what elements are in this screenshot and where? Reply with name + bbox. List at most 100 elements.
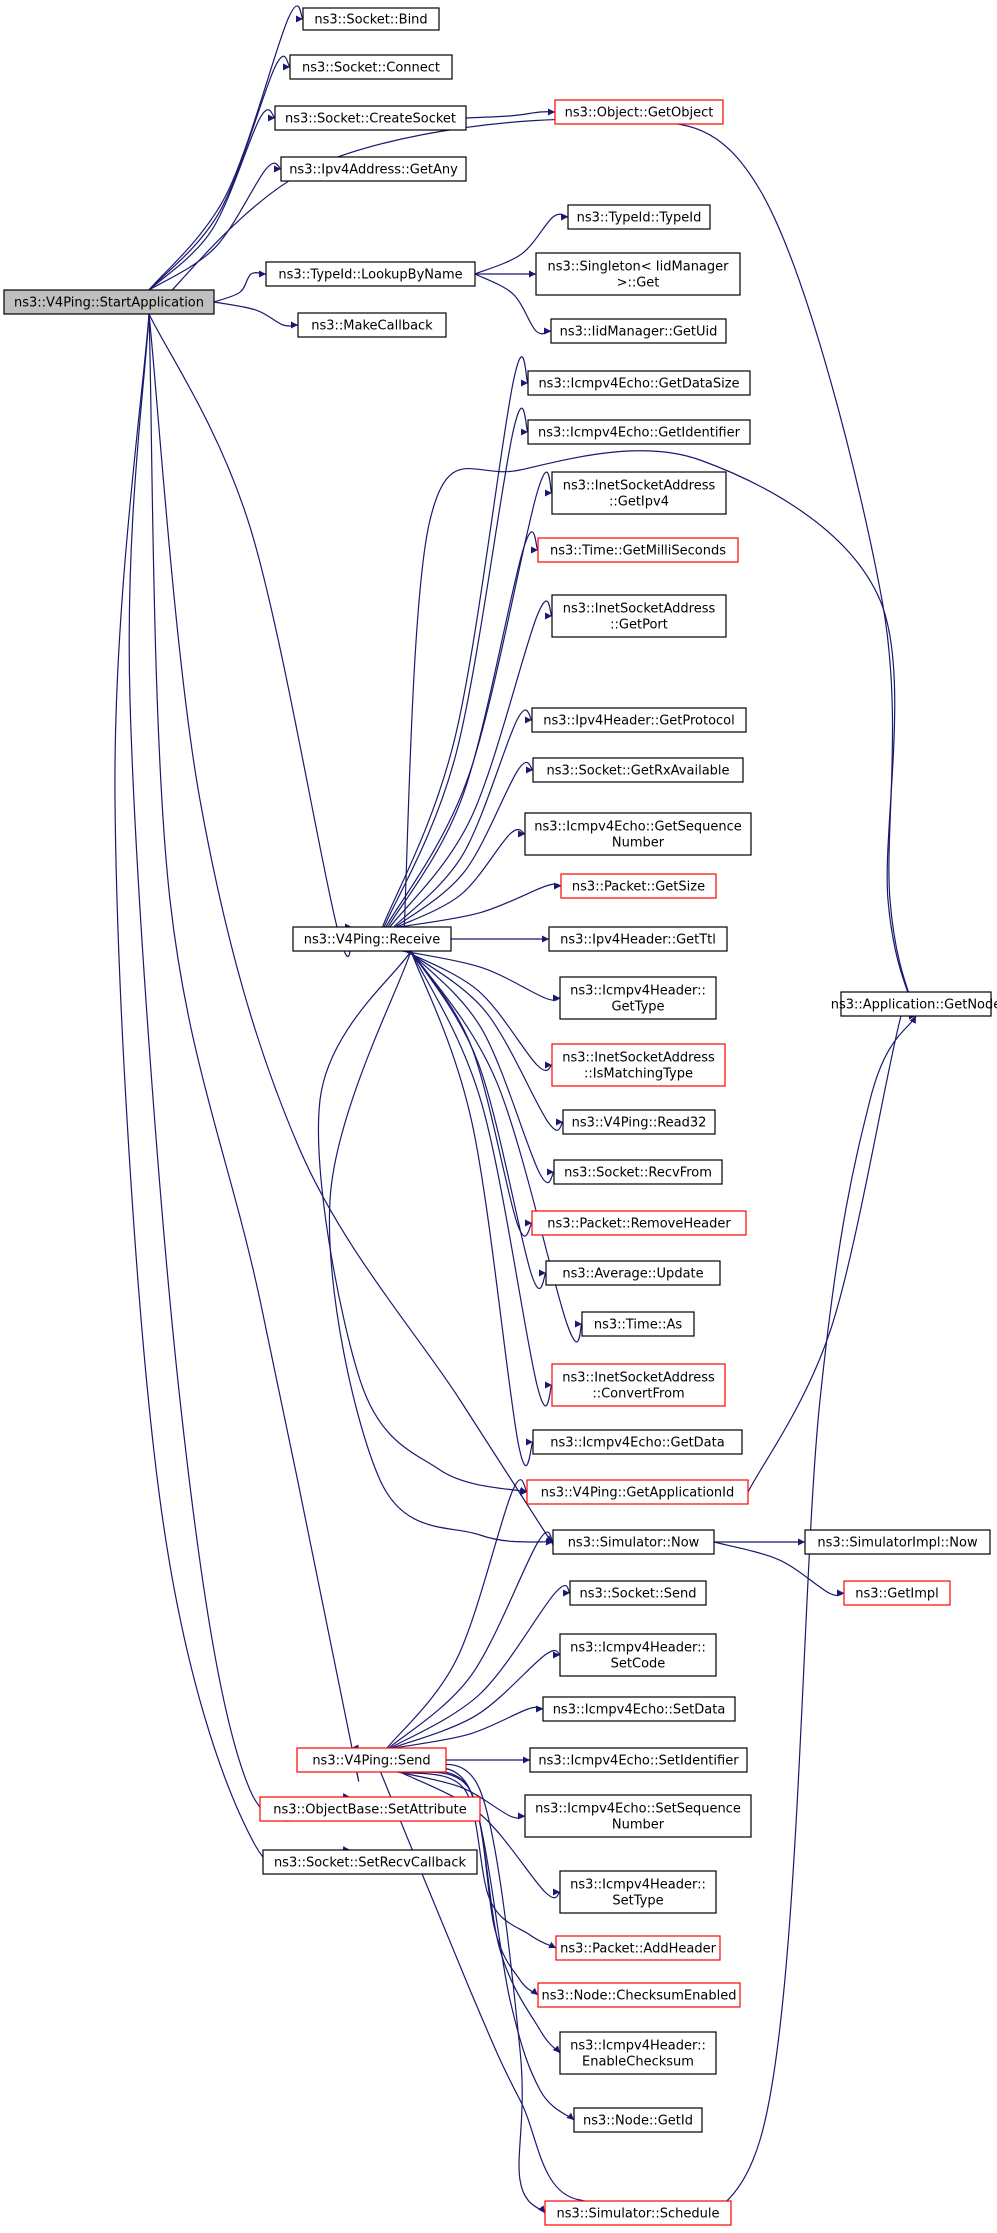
node-box — [545, 1260, 721, 1286]
node-getany[interactable]: ns3::Ipv4Address::GetAny — [280, 156, 467, 182]
node-box — [531, 707, 747, 733]
edge-start-to-createsocket — [148, 109, 276, 291]
node-box — [265, 261, 476, 287]
node-label: ns3::Socket::Connect — [302, 61, 440, 76]
node-getuid[interactable]: ns3::IidManager::GetUid — [550, 318, 727, 344]
node-getnode[interactable]: ns3::Application::GetNode — [831, 991, 997, 1017]
node-gettype[interactable]: ns3::Icmpv4Header::GetType — [559, 976, 717, 1020]
node-box — [262, 1849, 478, 1875]
node-removeheader[interactable]: ns3::Packet::RemoveHeader — [531, 1210, 747, 1236]
node-enablechecksum[interactable]: ns3::Icmpv4Header::EnableChecksum — [559, 2031, 717, 2075]
node-singleton[interactable]: ns3::Singleton< IidManager >::Get — [535, 252, 741, 296]
node-checksumenabled[interactable]: ns3::Node::ChecksumEnabled — [537, 1982, 741, 2008]
node-setcode[interactable]: ns3::Icmpv4Header::SetCode — [559, 1633, 717, 1677]
edge-receive-to-as — [410, 950, 583, 1343]
node-getobject[interactable]: ns3::Object::GetObject — [554, 99, 724, 125]
node-label: ns3::Icmpv4Echo::GetSequence — [534, 820, 742, 835]
node-read32[interactable]: ns3::V4Ping::Read32 — [562, 1109, 716, 1135]
edge-receive-to-getsequence — [396, 828, 526, 928]
node-box — [529, 1747, 748, 1773]
node-box — [532, 757, 744, 783]
node-lookupbyname[interactable]: ns3::TypeId::LookupByName — [265, 261, 476, 287]
node-schedule[interactable]: ns3::Simulator::Schedule — [544, 2200, 732, 2226]
node-addheader[interactable]: ns3::Packet::AddHeader — [555, 1935, 721, 1961]
node-label: ns3::V4Ping::Send — [312, 1754, 430, 1769]
node-convertfrom[interactable]: ns3::InetSocketAddress::ConvertFrom — [551, 1363, 726, 1407]
node-setidentifier[interactable]: ns3::Icmpv4Echo::SetIdentifier — [529, 1747, 748, 1773]
node-label: ns3::Icmpv4Echo::GetData — [550, 1436, 724, 1451]
node-getdata[interactable]: ns3::Icmpv4Echo::GetData — [532, 1429, 743, 1455]
node-box — [559, 1870, 717, 1914]
node-getdatasize[interactable]: ns3::Icmpv4Echo::GetDataSize — [527, 370, 751, 396]
edge-start-to-receive — [148, 313, 353, 958]
node-label: ns3::Socket::Send — [579, 1587, 696, 1602]
node-bind[interactable]: ns3::Socket::Bind — [302, 7, 440, 31]
node-label: ns3::Average::Update — [562, 1267, 703, 1282]
edge-receive-to-getipv4 — [385, 471, 553, 928]
node-box — [527, 419, 751, 445]
node-createsocket[interactable]: ns3::Socket::CreateSocket — [274, 105, 467, 131]
node-update[interactable]: ns3::Average::Update — [545, 1260, 721, 1286]
node-box — [526, 1479, 749, 1505]
node-box — [554, 99, 724, 125]
node-setdata[interactable]: ns3::Icmpv4Echo::SetData — [542, 1696, 736, 1722]
node-getidentifier[interactable]: ns3::Icmpv4Echo::GetIdentifier — [527, 419, 751, 445]
node-getttl[interactable]: ns3::Ipv4Header::GetTtl — [548, 926, 728, 952]
node-box — [292, 926, 452, 952]
node-getprotocol[interactable]: ns3::Ipv4Header::GetProtocol — [531, 707, 747, 733]
node-label: ns3::Time::As — [594, 1318, 683, 1333]
node-makecallback[interactable]: ns3::MakeCallback — [297, 312, 447, 338]
node-start[interactable]: ns3::V4Ping::StartApplication — [3, 289, 215, 315]
node-label: Number — [612, 836, 665, 851]
node-box — [551, 594, 727, 638]
node-label: ns3::Singleton< IidManager — [547, 260, 729, 275]
edge-lookupbyname-to-getuid — [474, 273, 552, 335]
node-label: ns3::Icmpv4Echo::SetSequence — [535, 1802, 741, 1817]
node-getmilliseconds[interactable]: ns3::Time::GetMilliSeconds — [537, 537, 739, 563]
node-typeid[interactable]: ns3::TypeId::TypeId — [567, 204, 711, 230]
edge-receive-to-getrxavailable — [394, 761, 534, 928]
edge-receive-to-gettype — [402, 950, 561, 1002]
node-setattribute[interactable]: ns3::ObjectBase::SetAttribute — [259, 1796, 481, 1822]
node-getsize[interactable]: ns3::Packet::GetSize — [560, 873, 717, 899]
node-label: ns3::TypeId::TypeId — [577, 211, 702, 226]
node-label: ns3::MakeCallback — [311, 319, 433, 334]
node-ismatchingtype[interactable]: ns3::InetSocketAddress::IsMatchingType — [551, 1043, 726, 1087]
node-connect[interactable]: ns3::Socket::Connect — [289, 54, 453, 80]
edge-start-to-getnode — [148, 118, 918, 1017]
node-receive[interactable]: ns3::V4Ping::Receive — [292, 926, 452, 952]
node-box — [567, 204, 711, 230]
edge-receive-to-getprotocol — [393, 709, 533, 928]
node-getimpl[interactable]: ns3::GetImpl — [843, 1580, 951, 1606]
node-getid[interactable]: ns3::Node::GetId — [573, 2107, 703, 2133]
node-label: ns3::Application::GetNode — [831, 998, 997, 1013]
node-label: ns3::Icmpv4Echo::SetData — [553, 1703, 726, 1718]
node-label: ::GetIpv4 — [609, 495, 669, 510]
node-now[interactable]: ns3::Simulator::Now — [552, 1529, 715, 1555]
node-settype[interactable]: ns3::Icmpv4Header::SetType — [559, 1870, 717, 1914]
node-box — [289, 54, 453, 80]
node-recvfrom[interactable]: ns3::Socket::RecvFrom — [553, 1159, 723, 1185]
node-as[interactable]: ns3::Time::As — [581, 1311, 695, 1337]
node-box — [527, 370, 751, 396]
node-getport[interactable]: ns3::InetSocketAddress::GetPort — [551, 594, 727, 638]
node-box — [537, 537, 739, 563]
node-label: ::GetPort — [610, 618, 668, 633]
edge-layer — [114, 5, 918, 2224]
node-box — [581, 1311, 695, 1337]
node-getipv4[interactable]: ns3::InetSocketAddress::GetIpv4 — [551, 471, 727, 515]
node-setrecvcallback[interactable]: ns3::Socket::SetRecvCallback — [262, 1849, 478, 1875]
edge-start-to-makecallback — [213, 301, 299, 329]
node-getrxavailable[interactable]: ns3::Socket::GetRxAvailable — [532, 757, 744, 783]
node-implnow[interactable]: ns3::SimulatorImpl::Now — [804, 1529, 991, 1555]
node-label: GetType — [611, 1000, 664, 1015]
edge-start-to-getany — [148, 162, 282, 291]
node-socketsend[interactable]: ns3::Socket::Send — [569, 1580, 707, 1606]
node-getapplicationid[interactable]: ns3::V4Ping::GetApplicationId — [526, 1479, 749, 1505]
node-send[interactable]: ns3::V4Ping::Send — [296, 1747, 447, 1773]
edge-createsocket-to-getobject — [465, 108, 556, 119]
node-box — [542, 1696, 736, 1722]
